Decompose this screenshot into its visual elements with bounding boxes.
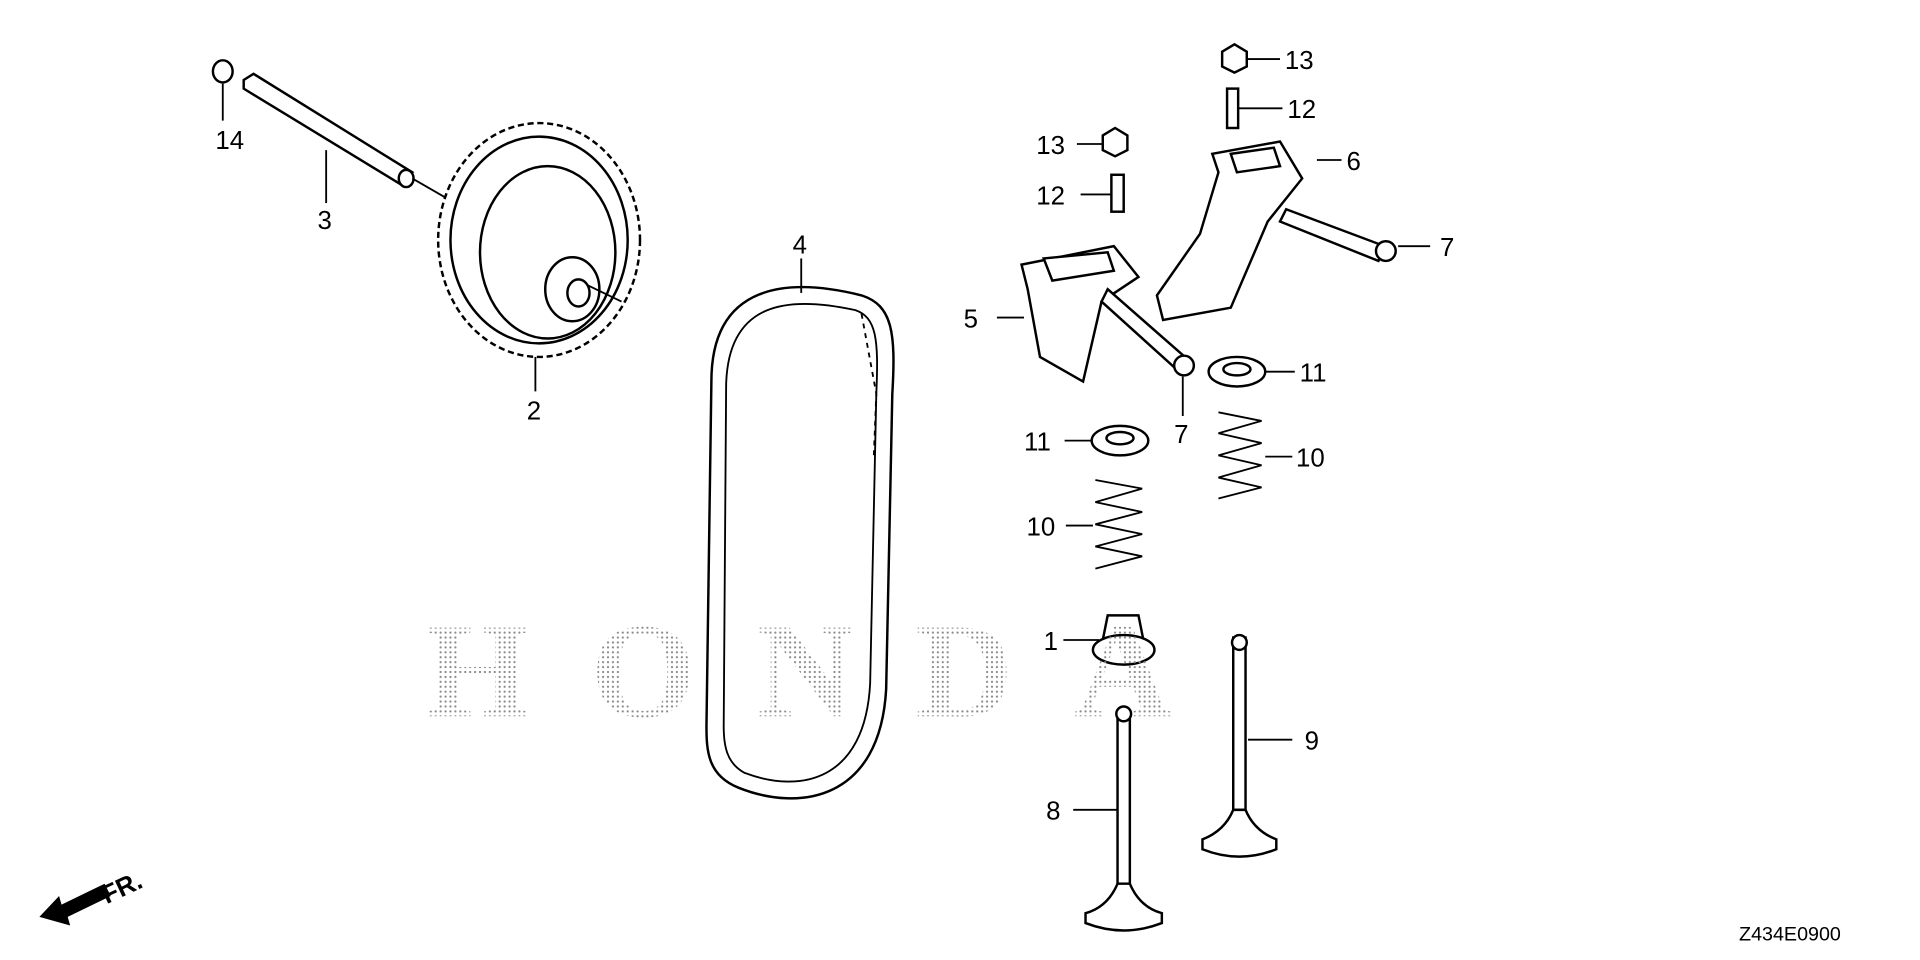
part-circlip: [211, 59, 234, 121]
callout-2: 2: [527, 398, 541, 426]
callout-6: 6: [1346, 148, 1360, 176]
callout-4: 4: [793, 232, 807, 260]
callout-8: 8: [1046, 798, 1060, 826]
callout-11a: 11: [1300, 360, 1327, 388]
part-valve-springs: [1065, 411, 1293, 570]
callout-12a: 12: [1036, 182, 1065, 210]
callout-3: 3: [318, 207, 332, 235]
diagram-code: Z434E0900: [1739, 923, 1841, 945]
callout-14: 14: [215, 127, 244, 155]
callout-9: 9: [1305, 728, 1319, 756]
part-camshaft-pulley: [436, 121, 642, 392]
callout-5: 5: [964, 305, 978, 333]
honda-watermark: HONDA: [425, 596, 1194, 746]
part-camshaft: [242, 72, 462, 208]
callout-11b: 11: [1024, 428, 1051, 456]
callout-13a: 13: [1036, 132, 1065, 160]
part-spring-retainers: [1064, 355, 1295, 457]
front-label: FR.: [97, 867, 147, 910]
part-timing-belt: [705, 258, 895, 800]
callout-10b: 10: [1026, 513, 1055, 541]
callout-1: 1: [1044, 628, 1058, 656]
front-arrow-icon: FR.: [39, 867, 147, 926]
callout-10a: 10: [1296, 444, 1325, 472]
callout-7a: 7: [1440, 234, 1454, 262]
part-valve-stem-seal: [1063, 614, 1156, 666]
part-rocker-arm-b: [1155, 140, 1431, 322]
callout-7b: 7: [1174, 421, 1188, 449]
callout-12b: 12: [1287, 96, 1316, 124]
callout-13b: 13: [1285, 47, 1314, 75]
part-rocker-arm-a: [996, 244, 1196, 416]
part-nuts-studs: [1076, 42, 1283, 213]
part-valves: [1073, 633, 1293, 932]
